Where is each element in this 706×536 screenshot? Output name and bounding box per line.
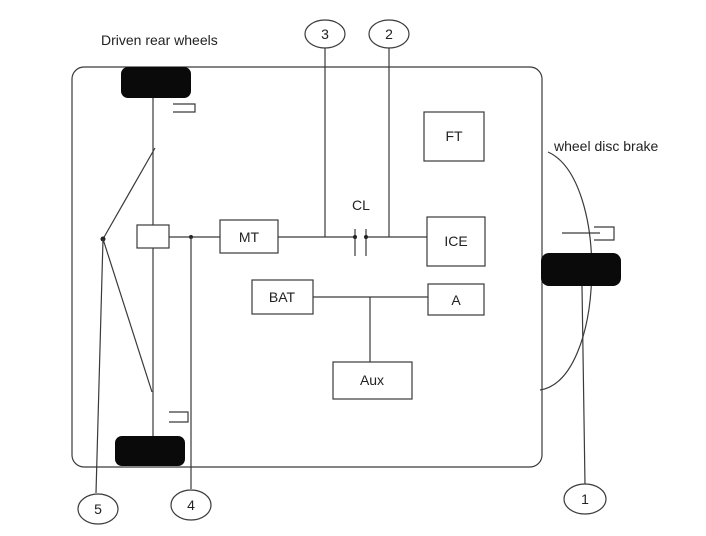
mt-label: MT	[239, 229, 260, 245]
marker-4-oval	[170, 489, 212, 521]
leader-5	[95, 238, 104, 494]
marker-5-oval	[77, 493, 119, 525]
front-wheel	[541, 253, 621, 286]
marker-3-label: 3	[321, 26, 329, 42]
ft-box	[423, 111, 485, 162]
linkage-upper	[102, 147, 156, 240]
differential	[136, 224, 170, 249]
rear-wheels-label: Driven rear wheels	[101, 32, 218, 48]
front-brake-icon	[594, 226, 615, 241]
ice-box	[426, 216, 486, 267]
bat-box	[251, 279, 314, 315]
aux-label: Aux	[360, 372, 384, 388]
clutch-dot-right	[364, 235, 368, 239]
linkage-lower	[102, 238, 153, 393]
marker-5-label: 5	[94, 501, 102, 517]
rear-bottom-brake-icon	[169, 411, 189, 423]
rear-top-brake-icon	[173, 103, 196, 113]
ft-label: FT	[445, 128, 463, 144]
marker-1-label: 1	[581, 491, 589, 507]
alternator-label: A	[451, 292, 461, 308]
marker-1-oval	[563, 483, 607, 515]
disc-brake-label: wheel disc brake	[553, 138, 658, 154]
ice-label: ICE	[444, 233, 467, 249]
aux-box	[332, 361, 413, 400]
alternator-box	[427, 283, 485, 316]
rear-top-wheel	[121, 67, 191, 98]
marker-4-label: 4	[187, 497, 195, 513]
rear-bottom-wheel	[115, 436, 185, 466]
clutch-dot-left	[353, 235, 357, 239]
marker-2-label: 2	[385, 26, 393, 42]
marker-3-oval	[304, 19, 346, 49]
clutch-label: CL	[352, 197, 370, 213]
marker-2-oval	[368, 19, 410, 49]
mt-box	[219, 219, 279, 254]
bat-label: BAT	[269, 289, 296, 305]
leader-1	[581, 285, 586, 486]
